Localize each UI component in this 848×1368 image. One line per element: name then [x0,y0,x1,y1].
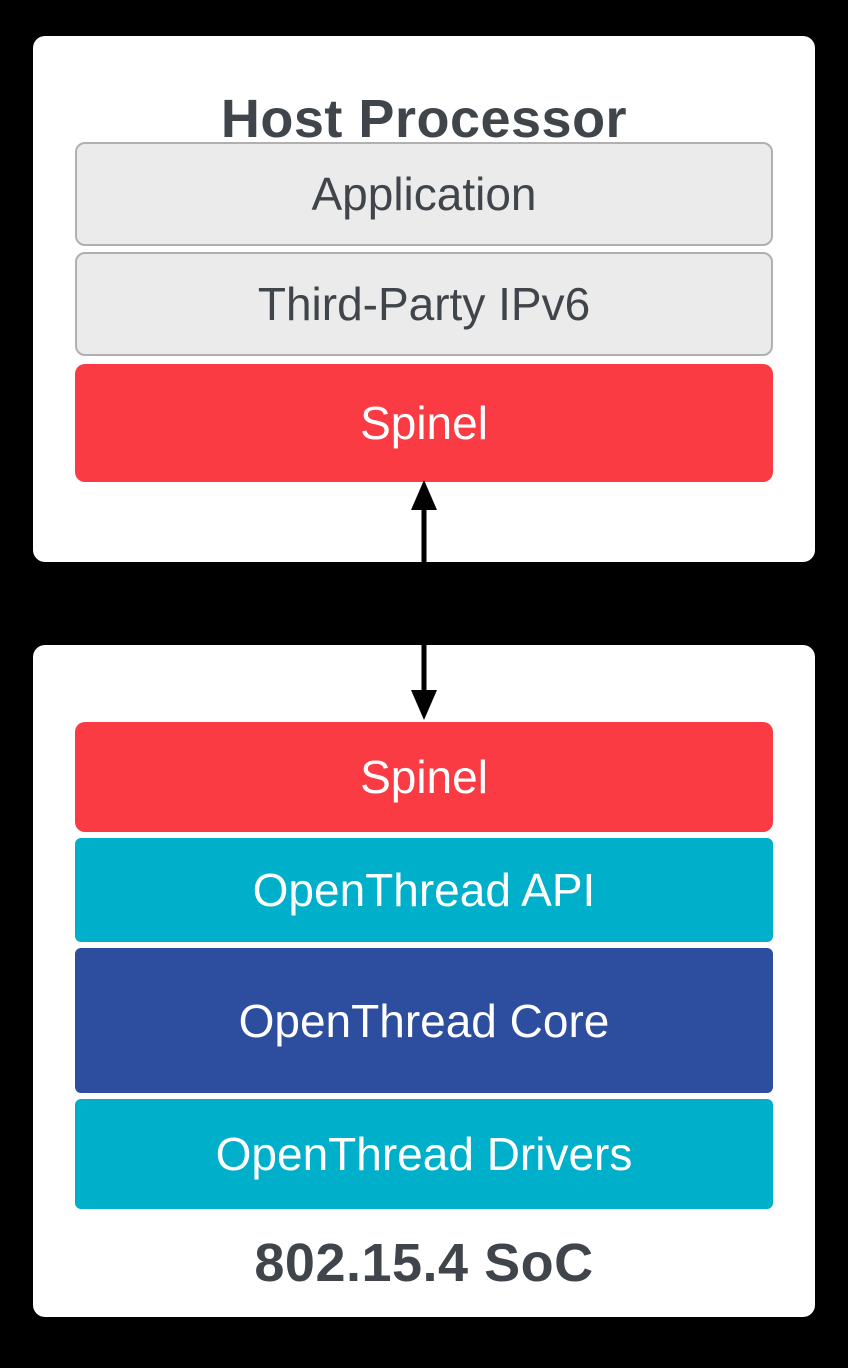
layer-openthread-core: OpenThread Core [75,948,773,1093]
layer-spinel-host: Spinel [75,364,773,482]
layer-application: Application [75,142,773,246]
layer-openthread-drivers: OpenThread Drivers [75,1099,773,1209]
host-processor-box: Host Processor Application Third-Party I… [33,36,815,562]
layer-spinel-soc: Spinel [75,722,773,832]
host-processor-title: Host Processor [220,89,628,149]
soc-title: 802.15.4 SoC [254,1233,594,1293]
soc-box: Spinel OpenThread API OpenThread Core Op… [33,645,815,1317]
layer-third-party-ipv6: Third-Party IPv6 [75,252,773,356]
layer-openthread-api: OpenThread API [75,838,773,942]
